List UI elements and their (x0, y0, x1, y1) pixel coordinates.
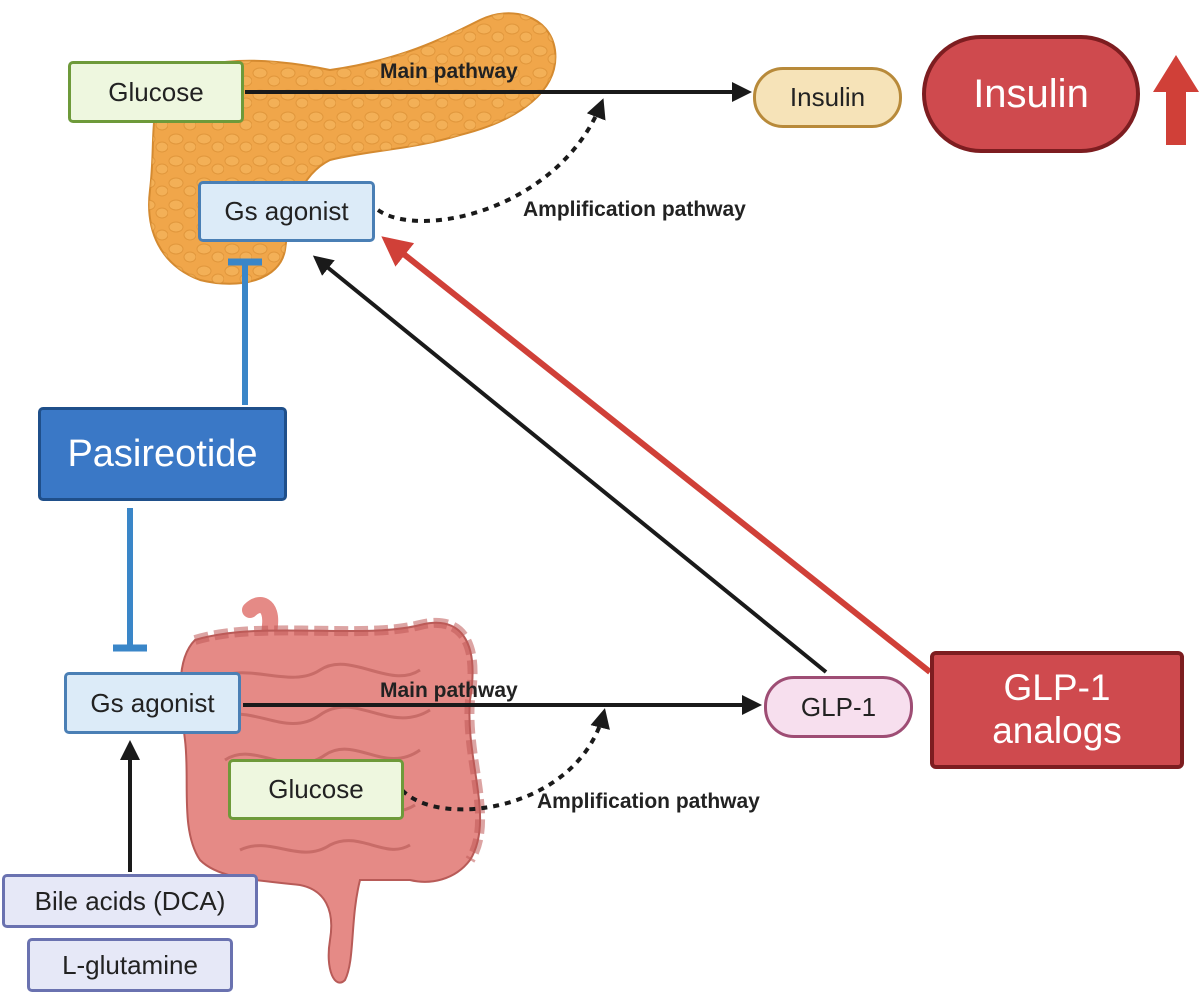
insulin-increase-badge: Insulin (922, 35, 1140, 153)
glp1-to-gs-arrow (312, 255, 828, 674)
glp1-analogs-node: GLP-1 analogs (930, 651, 1184, 769)
glucose-node-bottom: Glucose (228, 759, 404, 820)
amplification-arrow-top (376, 98, 606, 223)
gs-agonist-node-bottom: Gs agonist (64, 672, 241, 734)
gs-agonist-node-top: Gs agonist (198, 181, 375, 242)
inhibition-bottom (113, 508, 147, 652)
up-arrow-icon (1153, 55, 1199, 145)
amplification-pathway-label-bottom: Amplification pathway (537, 790, 760, 813)
inhibition-top (228, 258, 262, 405)
glp1-analogs-to-gs-arrow (381, 236, 932, 675)
main-pathway-label-top: Main pathway (380, 60, 518, 83)
amplification-pathway-label-top: Amplification pathway (523, 198, 746, 221)
glp1-node: GLP-1 (764, 676, 913, 738)
pancreas-icon (148, 12, 557, 285)
insulin-node: Insulin (753, 67, 902, 128)
glucose-node-top: Glucose (68, 61, 244, 123)
bile-acids-node: Bile acids (DCA) (2, 874, 258, 928)
l-glutamine-node: L-glutamine (27, 938, 233, 992)
main-pathway-label-bottom: Main pathway (380, 679, 518, 702)
pasireotide-node: Pasireotide (38, 407, 287, 501)
amplification-arrow-bottom (400, 708, 610, 812)
